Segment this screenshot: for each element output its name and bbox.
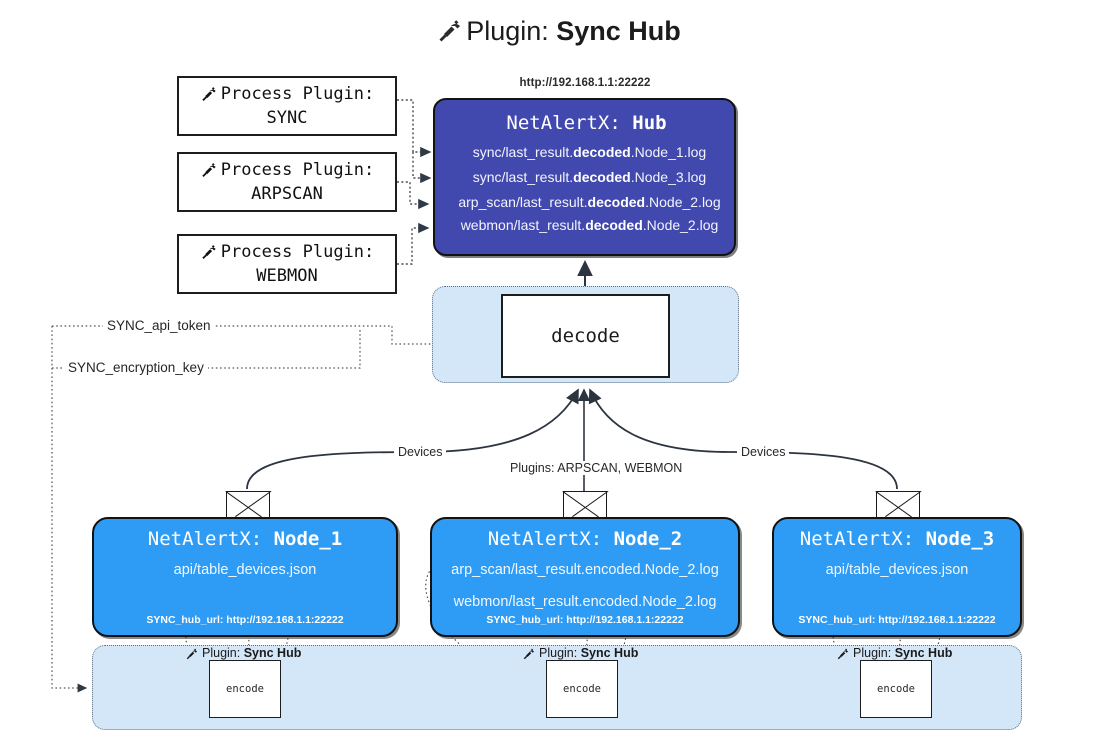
node-box-node-1[interactable]: NetAlertX: Node_1 SYNC_hub_url: http://1… — [92, 517, 398, 637]
hub-log-pre: arp_scan/last_result. — [458, 194, 588, 210]
node-title-prefix: NetAlertX: — [799, 528, 926, 550]
process-plugin-name: SYNC — [266, 107, 308, 128]
hub-log-em: decoded — [573, 144, 631, 160]
plugin-tag-node-1: Plugin: Sync Hub — [185, 646, 301, 663]
plugin-tag-node-2: Plugin: Sync Hub — [522, 646, 638, 663]
plug-icon — [200, 161, 217, 183]
node-hub-url-label: SYNC_hub_url: http://192.168.1.1:22222 — [798, 614, 996, 626]
encode-box-node-3[interactable]: encode — [860, 660, 932, 718]
process-plugin-name: WEBMON — [256, 265, 318, 286]
node-line: api/table_devices.json — [173, 562, 317, 578]
plugin-tag-name: Sync Hub — [243, 646, 302, 660]
hub-log-line: webmon/last_result.decoded.Node_2.log — [441, 217, 738, 233]
plugin-tag-prefix: Plugin: — [539, 646, 581, 660]
process-plugin-head-label: Process Plugin: — [220, 160, 375, 181]
process-plugin-name: ARPSCAN — [251, 183, 323, 204]
process-plugin-head: Process Plugin: — [200, 242, 375, 265]
hub-log-pre: webmon/last_result. — [460, 217, 586, 233]
plugin-tag-prefix: Plugin: — [202, 646, 244, 660]
plugin-tag-name: Sync Hub — [894, 646, 953, 660]
node-line: api/table_devices.json — [825, 562, 969, 578]
node-line: webmon/last_result.encoded.Node_2.log — [453, 594, 717, 610]
node-title: NetAlertX: Node_2 — [432, 528, 738, 550]
hub-log-line: sync/last_result.decoded.Node_3.log — [441, 169, 738, 185]
node-title-name: Node_3 — [925, 528, 995, 550]
node-title-name: Node_1 — [273, 528, 343, 550]
node-title: NetAlertX: Node_3 — [774, 528, 1020, 550]
encode-box-node-1[interactable]: encode — [209, 660, 281, 718]
process-plugin-sync[interactable]: Process Plugin: SYNC — [177, 76, 397, 136]
hub-log-post: .Node_1.log — [630, 144, 707, 160]
edge-label-plugins: Plugins: ARPSCAN, WEBMON — [506, 461, 687, 475]
hub-log-post: .Node_2.log — [645, 194, 721, 210]
hub-title: NetAlertX: Hub — [435, 112, 738, 134]
hub-log-pre: sync/last_result. — [472, 144, 574, 160]
node-box-node-2[interactable]: NetAlertX: Node_2 SYNC_hub_url: http://1… — [430, 517, 740, 637]
plugin-tag-node-3: Plugin: Sync Hub — [836, 646, 952, 663]
node-hub-url-label: SYNC_hub_url: http://192.168.1.1:22222 — [486, 614, 684, 626]
hub-title-prefix: NetAlertX: — [506, 112, 633, 134]
hub-log-pre: sync/last_result. — [472, 169, 574, 185]
plug-icon — [200, 85, 217, 107]
plug-icon — [200, 243, 217, 265]
process-plugin-webmon[interactable]: Process Plugin: WEBMON — [177, 234, 397, 294]
process-plugin-head: Process Plugin: — [200, 160, 375, 183]
hub-log-post: .Node_3.log — [630, 169, 707, 185]
edge-label-devices-left: Devices — [394, 445, 447, 459]
node-box-node-3[interactable]: NetAlertX: Node_3 SYNC_hub_url: http://1… — [772, 517, 1022, 637]
hub-log-em: decoded — [573, 169, 631, 185]
plug-icon — [836, 647, 849, 663]
encode-box-node-2[interactable]: encode — [546, 660, 618, 718]
process-plugin-head-label: Process Plugin: — [220, 84, 375, 105]
hub-node[interactable]: NetAlertX: Hub sync/last_result.decoded.… — [433, 98, 736, 256]
node-title: NetAlertX: Node_1 — [94, 528, 396, 550]
node-title-prefix: NetAlertX: — [147, 528, 274, 550]
hub-log-post: .Node_2.log — [642, 217, 719, 233]
hub-log-line: sync/last_result.decoded.Node_1.log — [441, 144, 738, 160]
page-title: Plugin: Sync Hub — [0, 16, 1117, 50]
node-line: arp_scan/last_result.encoded.Node_2.log — [451, 562, 719, 578]
node-title-name: Node_2 — [613, 528, 683, 550]
plugin-tag-prefix: Plugin: — [853, 646, 895, 660]
edge-label-devices-right: Devices — [737, 445, 790, 459]
page-title-prefix: Plugin: — [466, 16, 557, 46]
plug-icon — [185, 647, 198, 663]
plug-icon — [436, 17, 462, 50]
node-title-prefix: NetAlertX: — [487, 528, 614, 550]
hub-log-em: decoded — [587, 194, 646, 210]
page-title-name: Sync Hub — [556, 16, 681, 46]
node-hub-url-label: SYNC_hub_url: http://192.168.1.1:22222 — [146, 614, 344, 626]
process-plugin-head-label: Process Plugin: — [220, 242, 375, 263]
sync-encryption-key-label: SYNC_encryption_key — [64, 360, 208, 375]
hub-log-line: arp_scan/last_result.decoded.Node_2.log — [441, 194, 738, 210]
process-plugin-arpscan[interactable]: Process Plugin: ARPSCAN — [177, 152, 397, 212]
hub-title-name: Hub — [632, 112, 667, 134]
plug-icon — [522, 647, 535, 663]
sync-api-token-label: SYNC_api_token — [103, 318, 215, 333]
plugin-tag-name: Sync Hub — [580, 646, 639, 660]
hub-log-em: decoded — [585, 217, 643, 233]
decode-box[interactable]: decode — [501, 294, 670, 378]
hub-url-label: http://192.168.1.1:22222 — [519, 77, 651, 89]
process-plugin-head: Process Plugin: — [200, 84, 375, 107]
